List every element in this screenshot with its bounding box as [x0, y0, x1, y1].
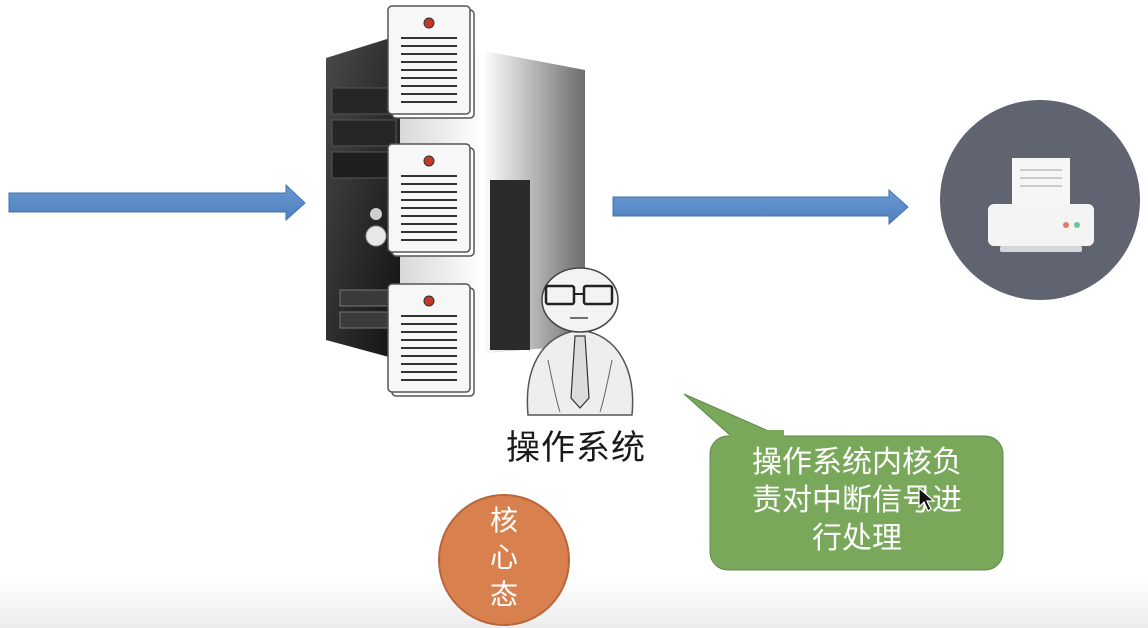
output-arrow-icon — [612, 188, 909, 226]
kernel-mode-char: 心 — [489, 541, 518, 574]
kernel-mode-char: 核 — [489, 504, 518, 537]
document-icon — [387, 283, 475, 397]
callout-bubble — [683, 393, 1004, 571]
input-arrow-icon — [8, 183, 306, 222]
document-icon — [387, 5, 475, 119]
document-icon — [387, 143, 475, 257]
callout-line: 责对中断信号进 — [752, 483, 962, 518]
callout-text: 操作系统内核负 责对中断信号进 行处理 — [712, 444, 1002, 558]
kernel-mode-badge: 核 心 态 — [438, 494, 570, 626]
callout-line: 操作系统内核负 — [752, 445, 962, 480]
os-label: 操作系统 — [506, 428, 646, 468]
person-icon — [526, 267, 634, 416]
kernel-mode-char: 态 — [489, 578, 518, 611]
printer-icon — [940, 100, 1140, 300]
callout-line: 行处理 — [812, 521, 902, 556]
mouse-cursor-icon — [918, 487, 936, 512]
